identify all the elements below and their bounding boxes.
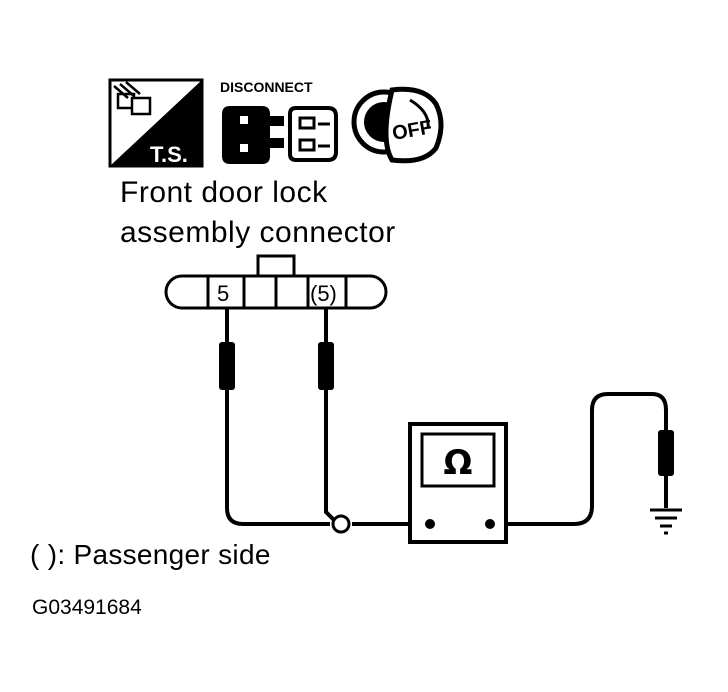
connector-pin-5: 5	[217, 281, 229, 306]
ts-label: T.S.	[150, 142, 188, 167]
connector-pin-5-passenger: (5)	[310, 281, 337, 306]
passenger-side-note: ( ): Passenger side	[30, 539, 271, 570]
ignition-off-icon: OFF	[351, 86, 444, 164]
probe-handles	[219, 342, 674, 476]
disconnect-label: DISCONNECT	[220, 79, 313, 95]
lead-junction	[331, 514, 351, 534]
connector-title-line2: assembly connector	[120, 216, 396, 249]
figure-code: G03491684	[32, 596, 142, 619]
ohm-symbol: Ω	[444, 443, 473, 483]
connector-title-line1: Front door lock	[120, 176, 328, 209]
test-leads	[225, 308, 668, 526]
disconnect-connector-icon: DISCONNECT	[220, 79, 338, 164]
tool-service-icon: T.S.	[108, 78, 204, 168]
ground-icon	[650, 508, 682, 535]
ohmmeter: Ω	[408, 422, 508, 544]
door-lock-connector: 5 (5)	[164, 254, 388, 310]
